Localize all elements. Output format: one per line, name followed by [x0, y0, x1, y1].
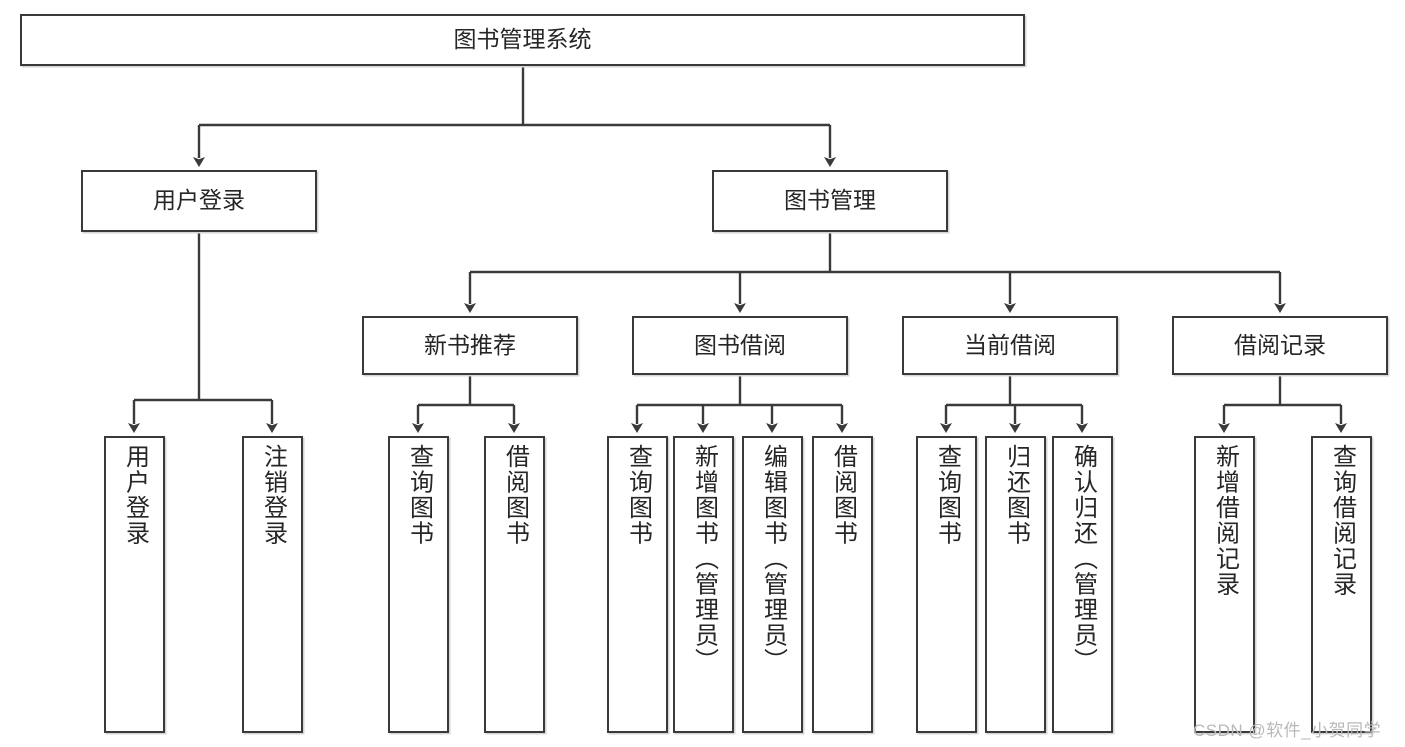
node-label: 编辑图书（管理员）	[759, 444, 787, 674]
node-label: 图书管理	[784, 187, 876, 214]
node-new-book-recommend[interactable]: 新书推荐	[362, 316, 578, 375]
node-label: 确认归还（管理员）	[1069, 444, 1097, 674]
node-leaf-query-book-new[interactable]: 查询图书	[388, 436, 449, 733]
node-leaf-confirm-return-admin[interactable]: 确认归还（管理员）	[1052, 436, 1113, 733]
node-leaf-logout[interactable]: 注销登录	[242, 436, 303, 733]
node-label: 用户登录	[153, 187, 245, 214]
node-label: 图书借阅	[694, 331, 786, 358]
node-leaf-borrow-book[interactable]: 借阅图书	[812, 436, 873, 733]
node-leaf-edit-book-admin[interactable]: 编辑图书（管理员）	[742, 436, 803, 733]
node-label: 借阅记录	[1234, 331, 1326, 358]
node-label: 查询借阅记录	[1328, 444, 1356, 597]
node-leaf-query-book-borrow[interactable]: 查询图书	[607, 436, 668, 733]
watermark-text: CSDN @软件_小贺同学	[1193, 721, 1382, 740]
node-leaf-add-book-admin[interactable]: 新增图书（管理员）	[673, 436, 734, 733]
node-book-borrow[interactable]: 图书借阅	[632, 316, 848, 375]
node-label: 借阅图书	[501, 444, 529, 546]
node-label: 借阅图书	[829, 444, 857, 546]
node-label: 用户登录	[121, 444, 149, 546]
node-borrow-record[interactable]: 借阅记录	[1172, 316, 1388, 375]
node-label: 查询图书	[933, 444, 961, 546]
node-leaf-query-book-current[interactable]: 查询图书	[916, 436, 977, 733]
node-leaf-return-book[interactable]: 归还图书	[985, 436, 1046, 733]
node-leaf-user-login[interactable]: 用户登录	[104, 436, 165, 733]
node-user-login[interactable]: 用户登录	[81, 170, 317, 232]
node-book-management[interactable]: 图书管理	[712, 170, 948, 232]
node-current-borrow[interactable]: 当前借阅	[902, 316, 1118, 375]
node-leaf-query-borrow-record[interactable]: 查询借阅记录	[1311, 436, 1372, 733]
node-label: 查询图书	[624, 444, 652, 546]
node-label: 当前借阅	[964, 331, 1056, 358]
node-label: 归还图书	[1002, 444, 1030, 546]
node-label: 新增图书（管理员）	[690, 444, 718, 674]
node-root-book-management-system[interactable]: 图书管理系统	[20, 14, 1025, 66]
node-leaf-borrow-book-new[interactable]: 借阅图书	[484, 436, 545, 733]
node-label: 注销登录	[259, 444, 287, 546]
node-label: 新增借阅记录	[1211, 444, 1239, 597]
node-label: 查询图书	[405, 444, 433, 546]
node-label: 新书推荐	[424, 331, 516, 358]
node-label: 图书管理系统	[453, 26, 592, 53]
node-leaf-add-borrow-record[interactable]: 新增借阅记录	[1194, 436, 1255, 733]
